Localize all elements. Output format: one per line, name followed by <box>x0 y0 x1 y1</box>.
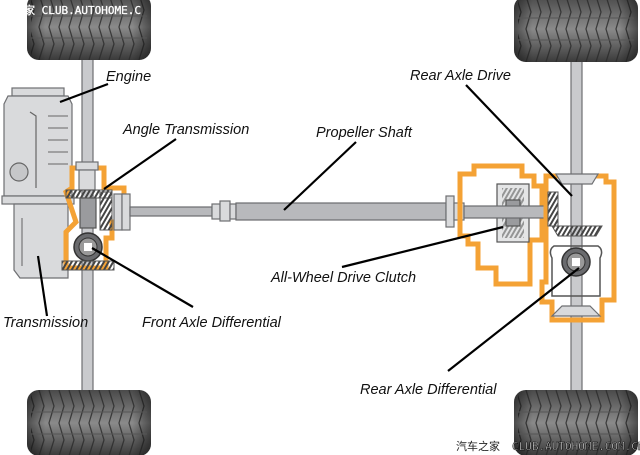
watermark-bottom-cn: 汽车之家 <box>456 439 500 453</box>
watermark-bottom-url: CLUB.AUTOHOME.COM.CN <box>512 440 640 453</box>
leader-front-axle-diff <box>91 247 194 308</box>
label-propeller-shaft: Propeller Shaft <box>316 125 413 141</box>
label-front-axle-differential: Front Axle Differential <box>142 315 282 331</box>
label-rear-axle-drive: Rear Axle Drive <box>410 68 511 84</box>
rear-axle <box>570 49 583 396</box>
rear-drive-unit <box>539 173 617 323</box>
leader-transmission <box>36 255 49 317</box>
front-drive-unit <box>61 161 131 271</box>
leader-angle-transmission <box>103 138 177 190</box>
leader-rear-axle-diff <box>447 267 580 372</box>
label-transmission: Transmission <box>3 315 88 331</box>
leader-rear-axle-drive <box>465 84 573 197</box>
leader-engine <box>59 82 109 104</box>
transmission-housing <box>1 195 75 279</box>
rear-left-tire <box>514 0 638 62</box>
leader-propeller-shaft <box>283 141 357 211</box>
label-engine: Engine <box>106 69 151 85</box>
engine-block <box>3 87 73 197</box>
front-right-tire <box>27 390 151 455</box>
leader-awd-clutch <box>341 225 504 269</box>
label-rear-axle-differential: Rear Axle Differential <box>360 382 497 398</box>
label-awd-clutch: All-Wheel Drive Clutch <box>270 270 416 286</box>
propeller-shaft <box>129 195 465 228</box>
watermark-top: 车之家 CLUB.AUTOHOME.C <box>2 3 141 17</box>
label-angle-transmission: Angle Transmission <box>122 122 249 138</box>
awd-clutch-unit <box>457 163 549 287</box>
